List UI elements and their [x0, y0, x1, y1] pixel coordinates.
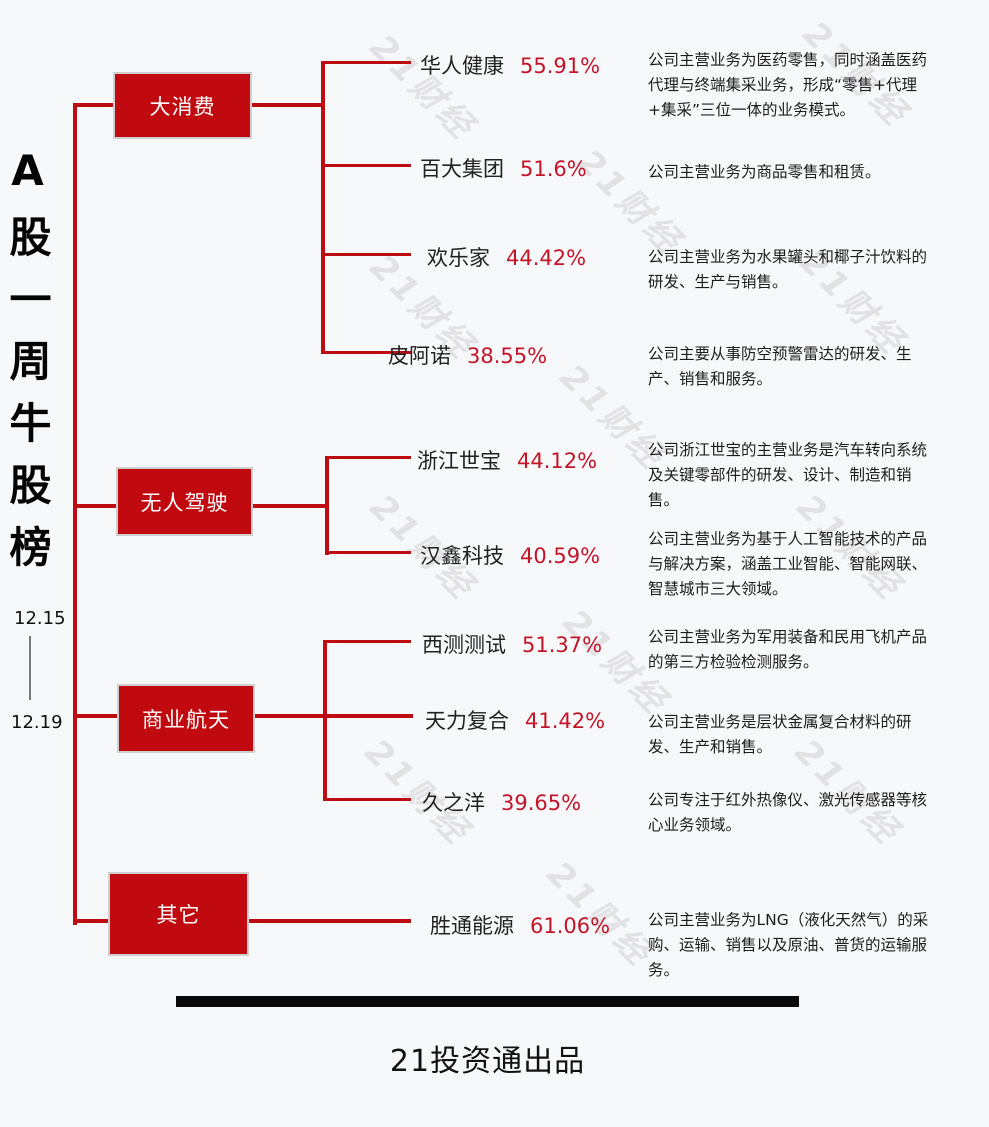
stock-name: 汉鑫科技	[420, 544, 504, 568]
stock-pct: 41.42%	[525, 709, 606, 733]
category-label: 其它	[156, 903, 201, 927]
branch-vertical	[321, 61, 325, 354]
stock-row: 皮阿诺 38.55%	[388, 340, 547, 370]
stock-branch	[323, 798, 411, 801]
stock-pct: 39.65%	[501, 791, 582, 815]
stock-desc: 公司主营业务为基于人工智能技术的产品与解决方案，涵盖工业智能、智能网联、智慧城市…	[648, 530, 928, 598]
stock-row: 天力复合 41.42%	[425, 705, 605, 735]
stock-branch	[321, 253, 411, 256]
branch-connector	[249, 919, 411, 923]
footer-divider-bar	[176, 996, 799, 1007]
stock-pct: 55.91%	[520, 54, 601, 78]
stock-desc: 公司主要从事防空预警雷达的研发、生产、销售和服务。	[648, 345, 912, 388]
stock-desc: 公司主营业务为军用装备和民用飞机产品的第三方检验检测服务。	[648, 628, 928, 671]
stock-branch	[321, 61, 411, 64]
category-label: 商业航天	[142, 707, 230, 732]
category-box-other: 其它	[108, 872, 249, 956]
date-divider-line	[29, 636, 31, 700]
stock-desc: 公司主营业务为LNG（液化天然气）的采购、运输、销售以及原油、普货的运输服务。	[648, 911, 929, 979]
stock-row: 汉鑫科技 40.59%	[420, 540, 600, 570]
stock-desc: 公司主营业务为医药零售，同时涵盖医药代理与终端集采业务，形成“零售+代理+集采”…	[648, 51, 928, 119]
branch-vertical	[323, 640, 327, 801]
footer-brand: 21投资通出品	[389, 1044, 586, 1079]
stock-pct: 51.37%	[522, 633, 603, 657]
branch-connector	[252, 103, 325, 107]
stock-pct: 44.12%	[517, 449, 598, 473]
stock-name: 皮阿诺	[388, 344, 451, 368]
branch-vertical	[325, 456, 329, 555]
category-label: 大消费	[149, 94, 216, 119]
stock-name: 浙江世宝	[417, 449, 501, 473]
stock-row: 胜通能源 61.06%	[430, 910, 610, 940]
trunk-line	[73, 103, 77, 925]
stock-pct: 61.06%	[530, 914, 611, 938]
stock-row: 西测测试 51.37%	[422, 629, 602, 659]
stock-name: 天力复合	[425, 709, 509, 733]
stock-row: 华人健康 55.91%	[420, 50, 600, 80]
page-title: A股一周牛股榜	[3, 146, 52, 587]
stock-row: 百大集团 51.6%	[420, 153, 587, 183]
category-box-aerospace: 商业航天	[117, 684, 255, 753]
trunk-stub-other	[75, 919, 110, 923]
branch-connector	[255, 714, 413, 718]
category-box-consumer: 大消费	[113, 72, 252, 139]
stock-branch	[321, 164, 411, 167]
stock-desc: 公司浙江世宝的主营业务是汽车转向系统及关键零部件的研发、设计、制造和销售。	[648, 441, 928, 509]
stock-branch	[321, 351, 411, 354]
stock-desc: 公司主营业务是层状金属复合材料的研发、生产和销售。	[648, 713, 912, 756]
stock-branch	[325, 456, 411, 459]
branch-connector	[253, 504, 329, 508]
stock-desc: 公司主营业务为水果罐头和椰子汁饮料的研发、生产与销售。	[648, 248, 928, 291]
watermark-text: 21财经	[361, 26, 484, 149]
stock-branch	[325, 551, 411, 554]
category-label: 无人驾驶	[140, 490, 229, 515]
stock-name: 西测测试	[422, 633, 506, 657]
stock-name: 欢乐家	[427, 246, 490, 270]
stock-row: 浙江世宝 44.12%	[417, 445, 597, 475]
category-box-driverless: 无人驾驶	[116, 467, 253, 536]
trunk-stub-aerospace	[75, 714, 119, 718]
date-range-start: 12.15	[14, 608, 66, 629]
stock-row: 欢乐家 44.42%	[427, 242, 586, 272]
stock-name: 百大集团	[420, 157, 504, 181]
stock-desc: 公司专注于红外热像仪、激光传感器等核心业务领域。	[648, 791, 928, 834]
stock-branch	[323, 640, 411, 643]
stock-name: 胜通能源	[430, 914, 514, 938]
stock-name: 华人健康	[420, 54, 504, 78]
stock-pct: 44.42%	[506, 246, 587, 270]
date-range-end: 12.19	[11, 712, 63, 733]
stock-name: 久之洋	[422, 791, 485, 815]
trunk-stub-driverless	[75, 504, 118, 508]
stock-pct: 51.6%	[520, 157, 587, 181]
trunk-stub-consumer	[75, 103, 115, 107]
stock-pct: 40.59%	[520, 544, 601, 568]
stock-desc: 公司主营业务为商品零售和租赁。	[648, 163, 881, 181]
stock-pct: 38.55%	[467, 344, 548, 368]
stock-row: 久之洋 39.65%	[422, 787, 581, 817]
